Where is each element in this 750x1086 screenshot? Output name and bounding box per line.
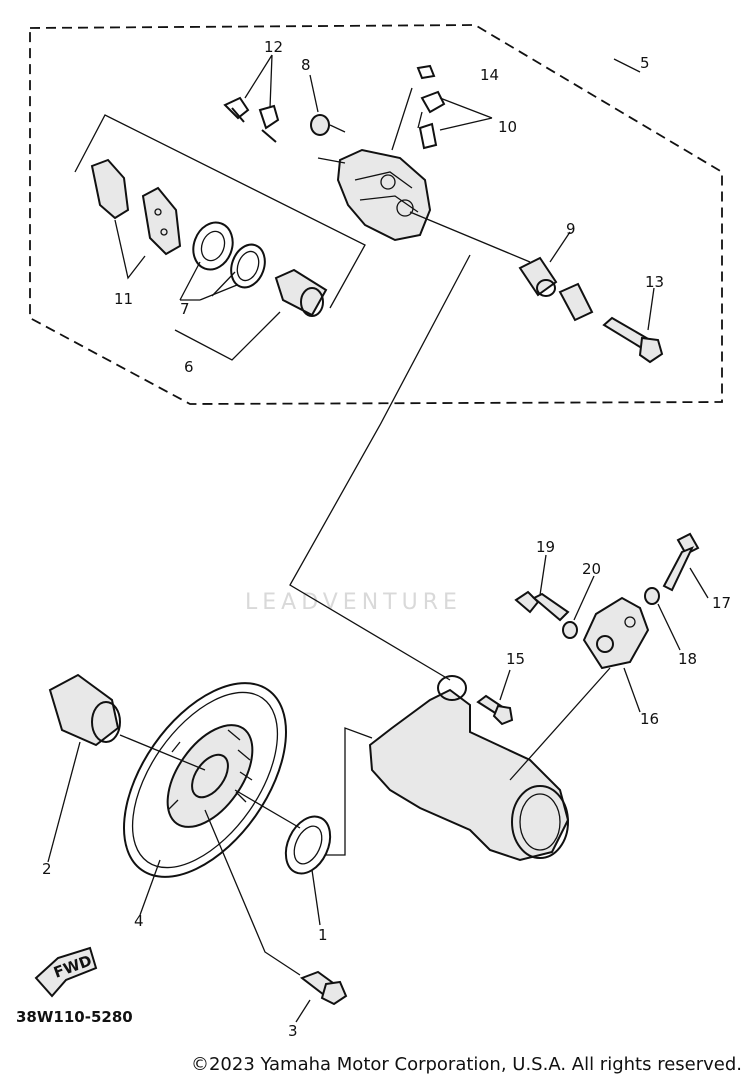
torque-arm [509, 596, 650, 781]
label-part-16: 16 [640, 710, 659, 728]
label-part-18: 18 [678, 650, 697, 668]
torque-arm-bolt-19 [514, 590, 570, 622]
copyright-notice: ©2023 Yamaha Motor Corporation, U.S.A. A… [190, 1054, 742, 1075]
torque-arm-bolt-17 [662, 532, 700, 592]
brake-disc [123, 682, 287, 878]
label-part-12: 12 [264, 38, 283, 56]
caliper-body [317, 148, 432, 242]
label-part-4: 4 [134, 912, 144, 930]
dust-seal [234, 789, 332, 875]
label-part-15: 15 [506, 650, 525, 668]
caliper-bracket [325, 675, 570, 862]
caliper-bolt [602, 316, 664, 364]
label-part-1: 1 [318, 926, 328, 944]
label-part-10: 10 [498, 118, 517, 136]
diagram-code: 38W110-5280 [16, 1008, 133, 1026]
piston-seal-inner [230, 243, 266, 289]
watermark-text: LEADVENTURE [245, 590, 462, 615]
brake-pad-inner [141, 186, 182, 256]
nut-18 [644, 587, 660, 605]
bleeder-valve [391, 64, 446, 151]
label-part-17: 17 [712, 594, 731, 612]
label-part-6: 6 [184, 358, 194, 376]
label-part-7: 7 [180, 300, 190, 318]
guide-bushing [518, 256, 594, 322]
bracket-bolt-15 [476, 694, 514, 726]
label-part-3: 3 [288, 1022, 298, 1040]
label-part-2: 2 [42, 860, 52, 878]
label-part-9: 9 [566, 220, 576, 238]
label-part-14: 14 [480, 66, 499, 84]
label-part-13: 13 [645, 273, 664, 291]
washer-20 [562, 621, 578, 639]
label-part-19: 19 [536, 538, 555, 556]
bleed-cap [310, 114, 346, 136]
pin-clip-left [223, 96, 250, 123]
pin-clip-right [258, 104, 280, 143]
parts-diagram: FWD 12 8 14 5 10 9 13 11 7 6 19 20 17 18… [16, 24, 731, 1040]
fwd-arrow-icon [34, 946, 98, 998]
piston-seal-outer [192, 221, 234, 271]
brake-pad-outer [90, 158, 130, 220]
label-part-11: 11 [114, 290, 133, 308]
label-part-5: 5 [640, 54, 650, 72]
hub-bearing [48, 673, 206, 771]
label-part-8: 8 [301, 56, 311, 74]
label-part-20: 20 [582, 560, 601, 578]
caliper-assembly-outline [29, 24, 723, 405]
piston [274, 268, 328, 317]
disc-bolt [204, 809, 348, 1006]
